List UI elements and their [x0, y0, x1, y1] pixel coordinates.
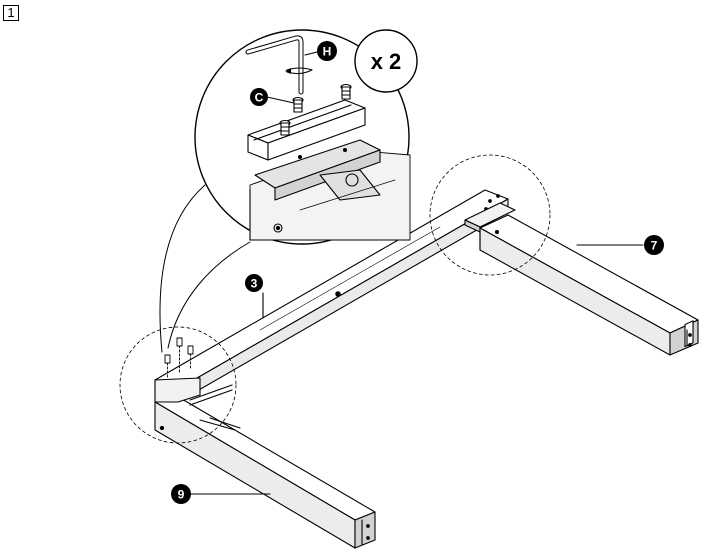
screw-icon — [279, 119, 291, 136]
leader-line-h — [304, 51, 318, 56]
screws-left — [164, 337, 194, 379]
leg-part-7 — [479, 214, 699, 356]
svg-text:3: 3 — [251, 277, 258, 291]
detail-circle-right — [429, 154, 551, 276]
leader-line-c — [266, 96, 295, 104]
callout-part-3: 3 — [245, 274, 263, 292]
screw-icon — [176, 337, 183, 373]
screw-icon — [340, 83, 352, 100]
svg-text:9: 9 — [178, 488, 185, 502]
screw-icon — [164, 354, 171, 379]
hex-key-icon — [245, 35, 313, 95]
svg-text:C: C — [255, 91, 264, 105]
callout-part-9: 9 — [171, 484, 191, 504]
detail-circle-left — [119, 326, 237, 444]
leg-part-9 — [154, 377, 376, 549]
callout-part-7: 7 — [644, 235, 664, 255]
magnified-detail — [159, 29, 411, 353]
svg-text:H: H — [323, 45, 332, 59]
screw-icon — [292, 96, 304, 113]
quantity-bubble: x 2 — [354, 29, 418, 93]
quantity-label: x 2 — [371, 49, 402, 74]
screw-icon — [187, 345, 194, 369]
step-number-box: 1 — [3, 5, 19, 21]
callout-screw: C — [250, 88, 268, 106]
callout-hex-key: H — [317, 41, 337, 61]
svg-text:7: 7 — [651, 239, 658, 253]
